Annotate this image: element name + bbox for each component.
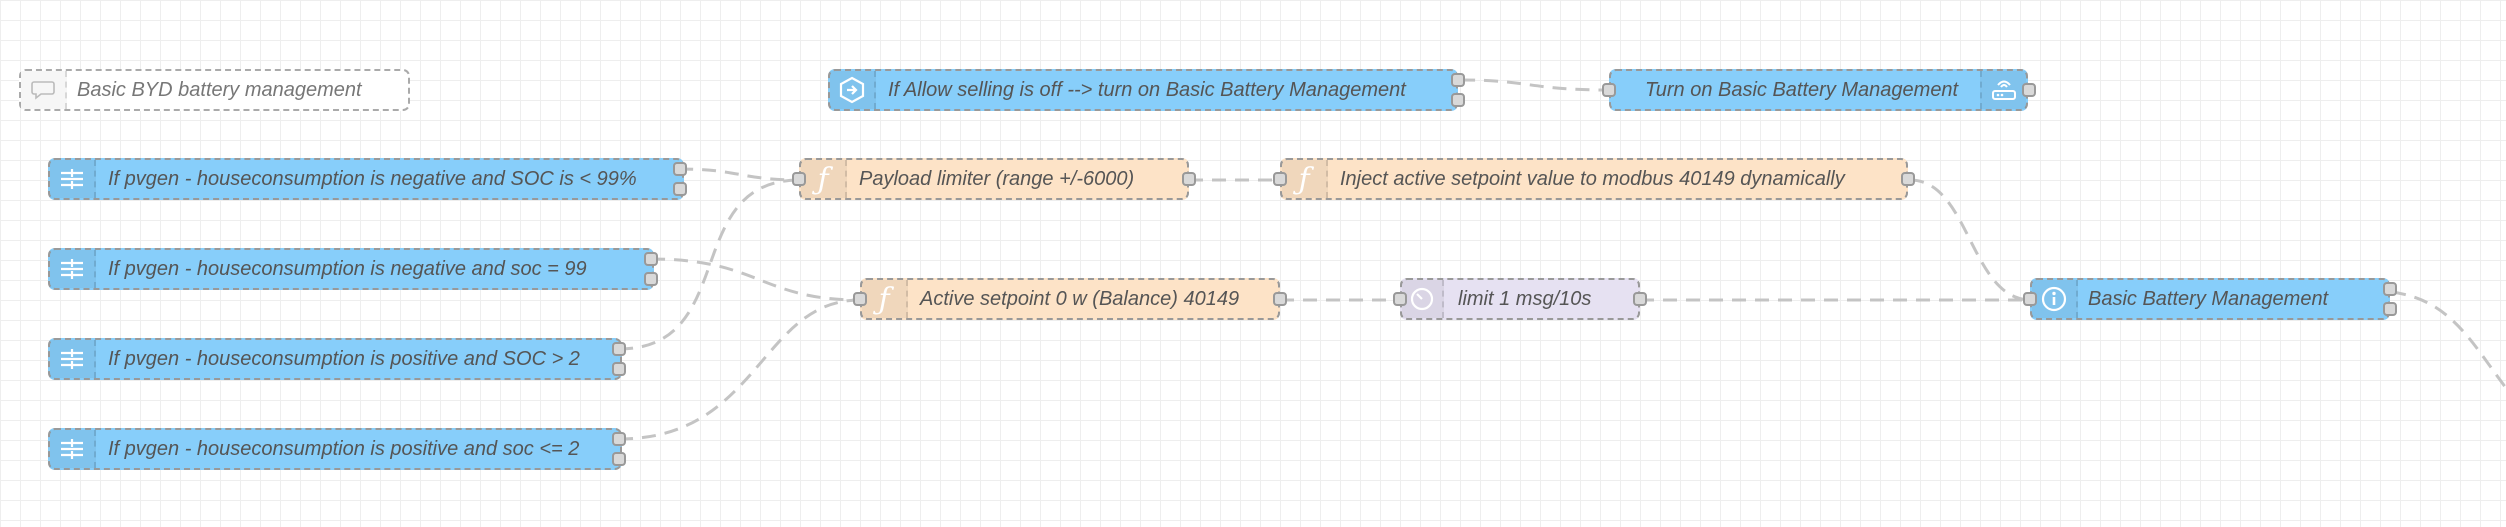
basic-battery-management-input-port[interactable] <box>2023 292 2037 306</box>
active-setpoint-input-port[interactable] <box>853 292 867 306</box>
allow-selling-icon-area <box>830 71 876 109</box>
switch-node-soc-at-most-2[interactable]: If pvgen - houseconsumption is positive … <box>48 428 622 470</box>
rate-limit-output-port[interactable] <box>1633 292 1647 306</box>
switch-icon <box>61 439 83 459</box>
active-setpoint-node[interactable]: ƒ Active setpoint 0 w (Balance) 40149 <box>860 278 1280 320</box>
function-icon-area: ƒ <box>862 280 908 318</box>
switch-label: If pvgen - houseconsumption is negative … <box>108 257 587 280</box>
wire <box>1909 178 2032 302</box>
switch-node-soc-above-2[interactable]: If pvgen - houseconsumption is positive … <box>48 338 622 380</box>
function-icon: ƒ <box>817 161 829 197</box>
wire <box>650 257 861 302</box>
allow-selling-output-port-1[interactable] <box>1451 73 1465 87</box>
timer-icon-area <box>1402 280 1444 318</box>
switch-icon <box>61 169 83 189</box>
info-icon <box>2041 286 2067 312</box>
basic-battery-management-output-port-1[interactable] <box>2383 282 2397 296</box>
comment-icon-area <box>21 71 67 109</box>
turn-on-bbm-node[interactable]: Turn on Basic Battery Management <box>1609 69 2028 111</box>
info-icon-area <box>2032 280 2078 318</box>
switch-output-port-1[interactable] <box>673 162 687 176</box>
allow-selling-node[interactable]: If Allow selling is off --> turn on Basi… <box>828 69 1458 111</box>
switch-label: If pvgen - houseconsumption is positive … <box>108 437 580 460</box>
inject-setpoint-label: Inject active setpoint value to modbus 4… <box>1340 167 1845 190</box>
function-icon: ƒ <box>1298 161 1310 197</box>
function-icon-area: ƒ <box>801 160 847 198</box>
payload-limiter-input-port[interactable] <box>792 172 806 186</box>
active-setpoint-label: Active setpoint 0 w (Balance) 40149 <box>920 287 1240 310</box>
link-in-icon <box>839 76 865 104</box>
wire <box>618 298 861 441</box>
switch-label: If pvgen - houseconsumption is positive … <box>108 347 580 370</box>
switch-icon-area <box>50 250 96 288</box>
inject-setpoint-node[interactable]: ƒ Inject active setpoint value to modbus… <box>1280 158 1908 200</box>
switch-output-port-2[interactable] <box>612 362 626 376</box>
allow-selling-output-port-2[interactable] <box>1451 93 1465 107</box>
router-icon <box>1992 80 2016 100</box>
allow-selling-label: If Allow selling is off --> turn on Basi… <box>888 78 1406 101</box>
comment-label: Basic BYD battery management <box>77 78 362 101</box>
timer-icon <box>1410 287 1434 311</box>
switch-icon-area <box>50 340 96 378</box>
wire <box>1460 78 1609 92</box>
basic-battery-management-label: Basic Battery Management <box>2088 287 2329 310</box>
basic-battery-management-output-port-2[interactable] <box>2383 302 2397 316</box>
rate-limit-label: limit 1 msg/10s <box>1458 287 1592 310</box>
switch-label: If pvgen - houseconsumption is negative … <box>108 167 637 190</box>
turn-on-bbm-icon-area <box>1980 71 2026 109</box>
turn-on-bbm-label: Turn on Basic Battery Management <box>1645 78 1959 101</box>
inject-setpoint-input-port[interactable] <box>1273 172 1287 186</box>
comment-node[interactable]: Basic BYD battery management <box>19 69 410 111</box>
turn-on-bbm-input-port[interactable] <box>1602 83 1616 97</box>
function-icon-area: ƒ <box>1282 160 1328 198</box>
payload-limiter-node[interactable]: ƒ Payload limiter (range +/-6000) <box>799 158 1189 200</box>
function-icon: ƒ <box>878 281 890 317</box>
switch-node-soc-equals-99[interactable]: If pvgen - houseconsumption is negative … <box>48 248 654 290</box>
wire <box>2391 290 2506 389</box>
switch-output-port-2[interactable] <box>644 272 658 286</box>
rate-limit-input-port[interactable] <box>1393 292 1407 306</box>
speech-bubble-icon <box>31 81 55 100</box>
payload-limiter-label: Payload limiter (range +/-6000) <box>859 167 1135 190</box>
basic-battery-management-node[interactable]: Basic Battery Management <box>2030 278 2390 320</box>
switch-output-port-1[interactable] <box>612 432 626 446</box>
wire <box>678 167 801 182</box>
switch-output-port-1[interactable] <box>612 342 626 356</box>
inject-setpoint-output-port[interactable] <box>1901 172 1915 186</box>
switch-icon-area <box>50 430 96 468</box>
rate-limit-node[interactable]: limit 1 msg/10s <box>1400 278 1640 320</box>
payload-limiter-output-port[interactable] <box>1182 172 1196 186</box>
turn-on-bbm-output-port[interactable] <box>2022 83 2036 97</box>
active-setpoint-output-port[interactable] <box>1273 292 1287 306</box>
switch-output-port-2[interactable] <box>612 452 626 466</box>
switch-icon <box>61 349 83 369</box>
switch-output-port-1[interactable] <box>644 252 658 266</box>
switch-output-port-2[interactable] <box>673 182 687 196</box>
switch-icon <box>61 259 83 279</box>
switch-icon-area <box>50 160 96 198</box>
switch-node-soc-below-99[interactable]: If pvgen - houseconsumption is negative … <box>48 158 684 200</box>
